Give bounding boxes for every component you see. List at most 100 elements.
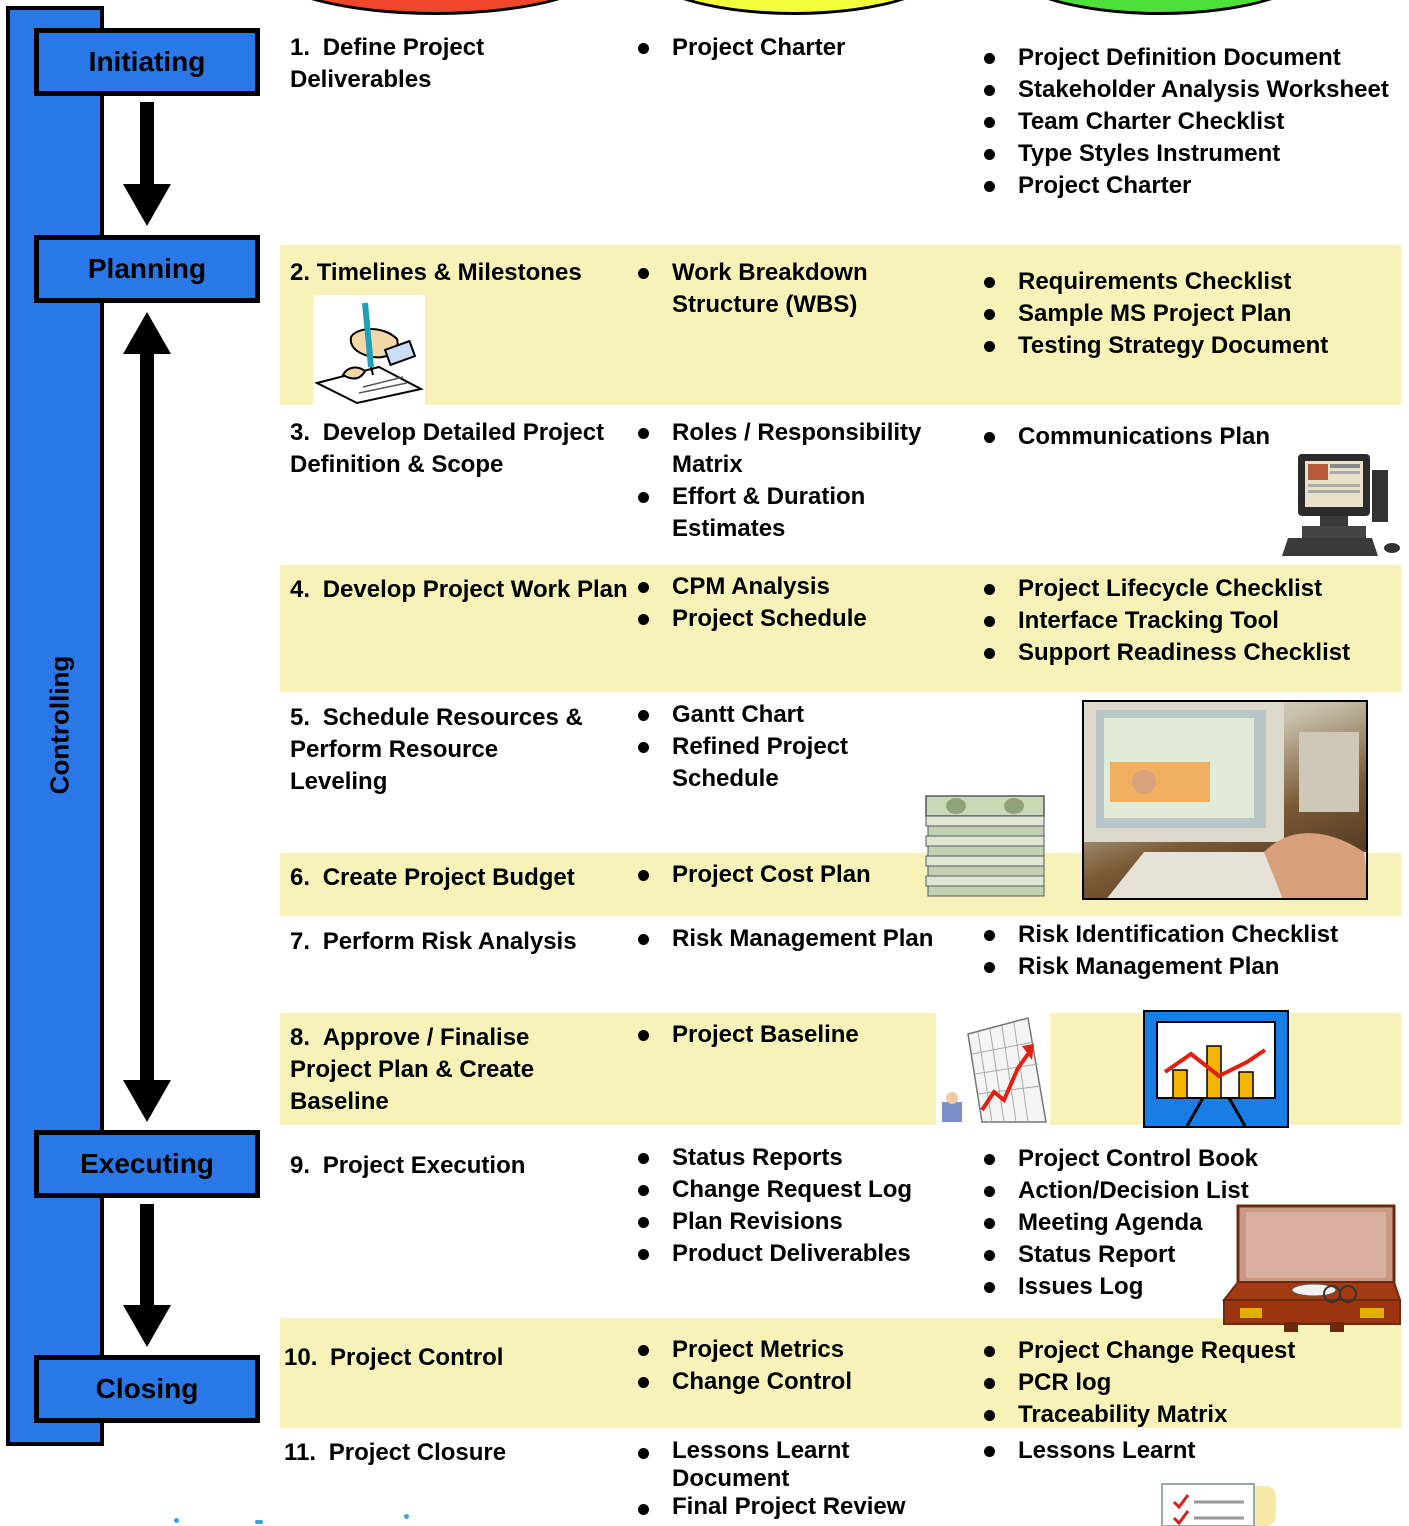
list-item: PCR log (982, 1367, 1402, 1399)
phase-initiating: Initiating (34, 28, 260, 96)
list-item: Issues Log (982, 1271, 1402, 1303)
list-item: Risk Management Plan (982, 951, 1402, 983)
step-10: 10. Project Control (284, 1344, 504, 1371)
list-item: Project Change Request (982, 1335, 1402, 1367)
step-8: 8. Approve / Finalise Project Plan & Cre… (290, 1024, 535, 1115)
phase-closing: Closing (34, 1355, 260, 1423)
green-header-pill (1000, 0, 1320, 15)
step-3: 3. Develop Detailed Project Definition &… (290, 419, 605, 478)
briefcase-icon (1222, 1204, 1402, 1332)
list-item: Refined Project Schedule (636, 731, 926, 795)
list-item: Roles / Responsibility Matrix (636, 417, 966, 481)
phase-planning: Planning (34, 235, 260, 303)
step-5: 5. Schedule Resources & Perform Resource… (290, 704, 583, 795)
tools-4: Project Lifecycle Checklist Interface Tr… (982, 573, 1402, 669)
band-step-4 (280, 565, 1401, 692)
list-item: Risk Identification Checklist (982, 919, 1402, 951)
list-item: Change Control (636, 1366, 966, 1398)
band-step-10 (280, 1318, 1401, 1428)
phase-executing: Executing (34, 1130, 260, 1198)
list-item: Interface Tracking Tool (982, 605, 1402, 637)
list-item: Project Charter (982, 170, 1402, 202)
list-item: Effort & Duration Estimates (636, 481, 966, 545)
deliverables-3: Roles / Responsibility Matrix Effort & D… (636, 417, 966, 545)
tools-11: Lessons Learnt (982, 1435, 1402, 1467)
list-item: Traceability Matrix (982, 1399, 1402, 1431)
deliverables-1: Project Charter (636, 32, 966, 64)
list-item: Product Deliverables (636, 1238, 966, 1270)
tools-3: Communications Plan (982, 421, 1402, 453)
tools-10: Project Change Request PCR log Traceabil… (982, 1335, 1402, 1431)
tools-1: Project Definition Document Stakeholder … (982, 42, 1402, 202)
list-item: Lessons Learnt (982, 1435, 1402, 1467)
list-item: Risk Management Plan (636, 923, 966, 955)
deliverables-7: Risk Management Plan (636, 923, 966, 955)
list-item: Project Control Book (982, 1143, 1402, 1175)
decorative-dot (174, 1518, 179, 1523)
money-stack-icon (925, 795, 1045, 897)
decorative-dot (404, 1514, 409, 1519)
band-step-2 (280, 245, 1401, 405)
arrow-planning-executing (140, 352, 154, 1084)
list-item: Project Lifecycle Checklist (982, 573, 1402, 605)
list-item: Type Styles Instrument (982, 138, 1402, 170)
computer-icon (1282, 454, 1400, 556)
list-item: Support Readiness Checklist (982, 637, 1402, 669)
step-11: 11. Project Closure (284, 1439, 507, 1466)
checklist-icon (1161, 1483, 1276, 1526)
arrow-head-down (123, 184, 171, 226)
step-9: 9. Project Execution (290, 1152, 526, 1179)
list-item: Status Reports (636, 1142, 966, 1174)
list-item: Stakeholder Analysis Worksheet (982, 74, 1402, 106)
step-1: 1. Define Project Deliverables (290, 34, 485, 93)
deliverables-10: Project Metrics Change Control (636, 1334, 966, 1398)
list-item: Meeting Agenda (982, 1207, 1402, 1239)
list-item: Testing Strategy Document (982, 330, 1402, 362)
decorative-dot (255, 1520, 263, 1524)
rising-chart-icon (942, 1017, 1047, 1123)
deliverables-4: CPM Analysis Project Schedule (636, 571, 966, 635)
list-item: Action/Decision List (982, 1175, 1402, 1207)
tools-7: Risk Identification Checklist Risk Manag… (982, 919, 1402, 983)
list-item: Project Definition Document (982, 42, 1402, 74)
deliverables-5: Gantt Chart Refined Project Schedule (636, 699, 926, 795)
list-item: Final Project Review (636, 1493, 936, 1521)
arrow-head-down (123, 1080, 171, 1122)
list-item: Status Report (982, 1239, 1402, 1271)
yellow-header-pill (636, 0, 952, 15)
arrow-head-up (123, 312, 171, 354)
list-item: Project Metrics (636, 1334, 966, 1366)
deliverables-11: Lessons Learnt Document Final Project Re… (636, 1437, 936, 1521)
tools-9: Project Control Book Action/Decision Lis… (982, 1143, 1402, 1303)
list-item: Project Baseline (636, 1019, 926, 1051)
list-item: Project Cost Plan (636, 859, 916, 891)
list-item: Gantt Chart (636, 699, 926, 731)
deliverables-9: Status Reports Change Request Log Plan R… (636, 1142, 966, 1270)
step-6: 6. Create Project Budget (290, 864, 575, 891)
list-item: Project Schedule (636, 603, 966, 635)
bar-chart-easel-icon (1143, 1010, 1289, 1128)
tools-2: Requirements Checklist Sample MS Project… (982, 266, 1402, 362)
writing-hand-icon (313, 295, 425, 405)
list-item: Plan Revisions (636, 1206, 966, 1238)
controlling-label: Controlling (44, 655, 75, 795)
arrow-executing-closing (140, 1204, 154, 1310)
step-7: 7. Perform Risk Analysis (290, 928, 577, 955)
arrow-head-down (123, 1305, 171, 1347)
list-item: Change Request Log (636, 1174, 966, 1206)
list-item: Project Charter (636, 32, 966, 64)
deliverables-8: Project Baseline (636, 1019, 926, 1051)
list-item: Sample MS Project Plan (982, 298, 1402, 330)
list-item: Requirements Checklist (982, 266, 1402, 298)
red-header-pill (258, 0, 613, 15)
arrow-initiating-planning (140, 102, 154, 188)
list-item: CPM Analysis (636, 571, 966, 603)
step-4: 4. Develop Project Work Plan (290, 576, 628, 603)
step-2: 2. Timelines & Milestones (290, 259, 582, 286)
list-item: Lessons Learnt Document (636, 1437, 936, 1493)
list-item: Communications Plan (982, 421, 1402, 453)
office-photo (1082, 700, 1368, 900)
list-item: Work Breakdown Structure (WBS) (636, 257, 966, 321)
deliverables-2: Work Breakdown Structure (WBS) (636, 257, 966, 321)
deliverables-6: Project Cost Plan (636, 859, 916, 891)
